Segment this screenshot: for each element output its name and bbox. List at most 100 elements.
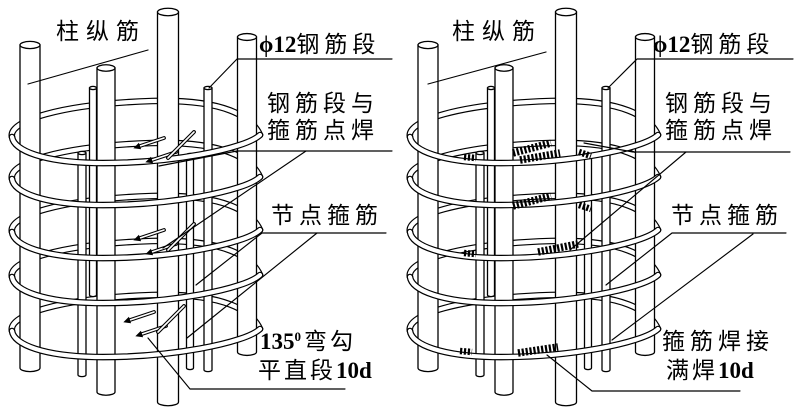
- weld-seam: [519, 149, 561, 164]
- weld-seam: [459, 347, 473, 356]
- stirrup-hoop-core: [9, 174, 263, 208]
- stirrup-hoop-core: [9, 132, 263, 166]
- vertical-bar-top: [554, 7, 578, 17]
- weld-seam: [577, 148, 593, 160]
- leader-line: [607, 58, 794, 89]
- weld-seam: [537, 240, 579, 256]
- label-spot-weld-line2-left: 箍筋点焊: [267, 118, 379, 143]
- stirrup-hoop-core: [407, 174, 661, 208]
- vertical-bar-top: [494, 64, 514, 72]
- stirrup-hoop-core: [407, 272, 661, 306]
- phi12-text-right: 钢筋段: [690, 32, 775, 57]
- label-straight-segment-10d: 平直段10d: [258, 358, 372, 383]
- hook-arrow-head: [123, 316, 132, 324]
- label-phi12-segment-left: ϕ12钢筋段: [259, 32, 381, 57]
- hook-segment-core: [167, 223, 195, 251]
- hook-arrow-head: [133, 142, 142, 150]
- phi12-text: 钢筋段: [296, 32, 381, 57]
- vertical-bar-top: [475, 150, 485, 156]
- full-weld-text: 满焊: [666, 358, 718, 383]
- leader-lines-left: [27, 49, 393, 390]
- phi12-value: ϕ12: [259, 32, 297, 57]
- label-phi12-segment-right: ϕ12钢筋段: [653, 32, 775, 57]
- leader-line: [27, 49, 149, 85]
- vertical-bar-top: [156, 7, 180, 17]
- cage-welded-stirrups: [406, 7, 662, 407]
- phi12-value-right: ϕ12: [653, 32, 691, 57]
- label-joint-stirrup-right: 节点箍筋: [671, 203, 783, 228]
- vertical-bar-top: [96, 64, 116, 72]
- vertical-bar: [88, 87, 98, 298]
- label-column-bars-left: 柱纵筋: [56, 19, 146, 44]
- label-column-bars-right: 柱纵筋: [452, 19, 542, 44]
- weld-seam: [577, 201, 593, 213]
- vertical-bar: [236, 36, 258, 357]
- hook-segment-core: [167, 131, 195, 159]
- hook-segment-core: [139, 229, 165, 239]
- vertical-bar: [417, 44, 439, 373]
- straight-segment-text: 平直段: [258, 358, 336, 383]
- weld-seam: [463, 153, 477, 162]
- stirrup-hoop-core: [407, 326, 661, 360]
- leader-line: [583, 142, 791, 153]
- vertical-bar: [583, 154, 593, 371]
- label-full-weld-10d: 满焊10d: [666, 358, 754, 383]
- stirrup-hoop-core: [9, 272, 263, 306]
- full-weld-value: 10d: [718, 358, 754, 383]
- leader-line: [427, 51, 547, 85]
- hook-arrow-head: [133, 234, 142, 242]
- hook-segment-core: [139, 137, 165, 147]
- stirrup-hoop-core: [9, 227, 263, 261]
- vertical-bar-top: [19, 40, 41, 50]
- stirrup-hoop-core: [9, 326, 263, 360]
- label-joint-stirrup-left: 节点箍筋: [271, 203, 383, 228]
- stirrup-hoop-core: [407, 132, 661, 166]
- hook-arrow-head: [135, 330, 144, 338]
- vertical-bar: [486, 87, 496, 298]
- leader-line: [162, 150, 307, 249]
- vertical-bar: [156, 11, 180, 407]
- vertical-bar-top: [417, 40, 439, 50]
- leader-line: [546, 354, 741, 392]
- vertical-bar-top: [88, 85, 98, 91]
- vertical-bar: [19, 44, 41, 373]
- hook-angle-superscript: 0: [294, 329, 304, 344]
- hook-arrow-head: [145, 248, 154, 256]
- hook-arrow-head: [145, 156, 154, 164]
- leader-line: [611, 233, 754, 341]
- stirrup-hoop-core: [407, 227, 661, 261]
- vertical-bar: [634, 36, 656, 357]
- vertical-bar-top: [486, 85, 496, 91]
- hook-segment-core: [157, 305, 185, 333]
- vertical-bar: [475, 152, 485, 378]
- weld-seam: [517, 343, 559, 357]
- leader-line: [158, 150, 393, 167]
- label-spot-weld-line2-right: 箍筋点焊: [665, 118, 777, 143]
- vertical-bar: [185, 154, 195, 371]
- hook-text: 弯勾: [304, 329, 356, 354]
- vertical-bar-top: [236, 32, 258, 42]
- leader-line: [186, 232, 318, 339]
- hook-angle-value: 135: [260, 329, 295, 354]
- weld-seam: [512, 192, 552, 210]
- weld-seam: [512, 139, 552, 157]
- vertical-bar: [601, 87, 611, 373]
- leader-line: [195, 232, 387, 286]
- label-spot-weld-line1-right: 钢筋段与: [665, 91, 777, 116]
- vertical-bar-top: [77, 150, 87, 156]
- vertical-bar: [96, 67, 116, 396]
- leader-line: [605, 232, 787, 286]
- leader-line: [569, 151, 687, 251]
- cage-hooked-stirrups: [8, 7, 264, 407]
- vertical-bar: [554, 11, 578, 407]
- vertical-bar-top: [634, 32, 656, 42]
- label-stirrup-weld-line1: 箍筋焊接: [662, 329, 774, 354]
- weld-seam: [463, 249, 477, 258]
- vertical-bar: [494, 67, 514, 396]
- hook-segment-core: [129, 311, 155, 321]
- vertical-bar: [77, 152, 87, 378]
- leader-line: [147, 337, 346, 390]
- label-135-hook: 1350弯勾: [260, 329, 356, 354]
